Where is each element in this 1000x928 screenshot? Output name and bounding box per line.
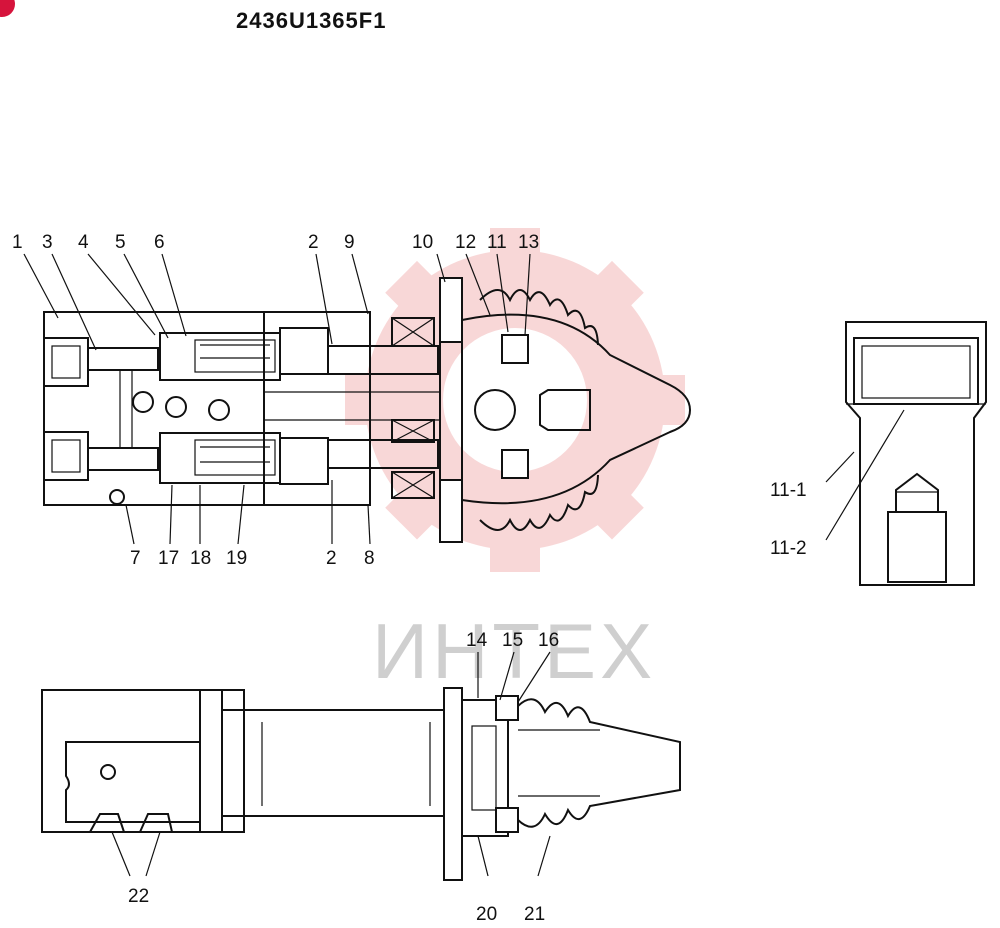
callout-3: 3 <box>42 232 53 253</box>
corner-badge-icon <box>0 0 15 17</box>
callout-6: 6 <box>154 232 165 253</box>
callout-11-2: 11-2 <box>770 538 807 559</box>
watermark-text: ИНТЕХ <box>372 607 656 695</box>
callout-15: 15 <box>502 630 523 651</box>
callout-11-1: 11-1 <box>770 480 807 501</box>
callout-10: 10 <box>412 232 433 253</box>
callout-19: 19 <box>226 548 247 569</box>
part-11-detail-view <box>845 321 987 586</box>
callout-12: 12 <box>455 232 476 253</box>
callout-14: 14 <box>466 630 488 651</box>
callout-13: 13 <box>518 232 539 253</box>
callout-18: 18 <box>190 548 211 569</box>
watermark-gear-icon <box>345 228 685 572</box>
callout-22: 22 <box>128 886 149 907</box>
drawing-number: 2436U1365F1 <box>236 8 386 33</box>
callout-7: 7 <box>130 548 141 569</box>
callout-17: 17 <box>158 548 179 569</box>
callout-2-top: 2 <box>308 232 319 253</box>
callout-labels: 1 3 4 5 6 2 9 10 12 11 13 7 17 18 19 2 8… <box>12 232 807 925</box>
callout-20: 20 <box>476 904 497 925</box>
callout-9: 9 <box>344 232 355 253</box>
callout-2-bottom: 2 <box>326 548 337 569</box>
callout-21: 21 <box>524 904 545 925</box>
callout-8: 8 <box>364 548 375 569</box>
valve-section-view <box>43 277 692 543</box>
valve-side-view <box>41 687 681 881</box>
callout-4: 4 <box>78 232 89 253</box>
leader-lines <box>23 253 905 877</box>
callout-16: 16 <box>538 630 559 651</box>
callout-11: 11 <box>487 232 507 253</box>
callout-5: 5 <box>115 232 126 253</box>
callout-1: 1 <box>12 232 23 253</box>
